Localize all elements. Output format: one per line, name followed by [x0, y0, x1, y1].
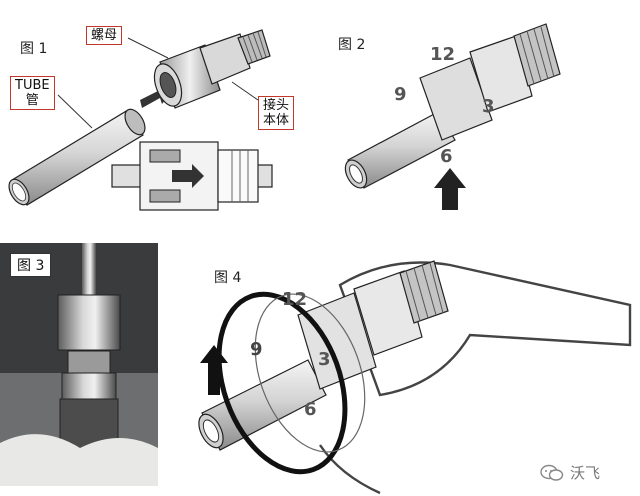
- fitting-assembly: [153, 29, 271, 109]
- figure-3-photo: 图 3: [0, 243, 158, 486]
- figure-4: 图 4: [190, 245, 640, 496]
- wrench: [319, 261, 632, 495]
- fitting-assembly: [419, 23, 561, 141]
- fig4-mark-6: 6: [304, 399, 317, 420]
- watermark-text: 沃飞: [570, 464, 601, 482]
- figure-1-label: 图 1: [20, 41, 48, 57]
- tube: [8, 108, 146, 206]
- fig2-mark-9: 9: [394, 84, 407, 105]
- tube: [344, 111, 456, 189]
- tube-callout-line1: TUBE: [15, 78, 50, 93]
- fig4-mark-9: 9: [250, 339, 263, 360]
- fitting-assembly: [297, 260, 449, 390]
- fig2-mark-6: 6: [440, 146, 453, 167]
- body-callout-line2: 本体: [263, 113, 290, 128]
- fig4-mark-12: 12: [282, 289, 308, 310]
- body-callout-line1: 接头: [263, 98, 290, 113]
- tube-callout: TUBE 管: [10, 76, 55, 110]
- wechat-icon: [540, 464, 564, 481]
- tube: [198, 359, 327, 451]
- figure-1-illustration: [8, 29, 273, 211]
- figure-3-illustration: [0, 243, 158, 486]
- fig4-mark-3: 3: [318, 349, 331, 370]
- figure-2-label: 图 2: [338, 37, 366, 53]
- figure-2: 图 2 12 3 6 9: [320, 0, 640, 240]
- figure-1: 图 1: [0, 0, 320, 240]
- figure-2-illustration: [344, 23, 561, 210]
- rotation-ring: [216, 291, 366, 475]
- body-callout: 接头 本体: [258, 96, 295, 130]
- fig2-mark-12: 12: [430, 44, 456, 65]
- tube-callout-line2: 管: [25, 93, 39, 108]
- push-arrow: [434, 168, 466, 210]
- figure-4-label: 图 4: [214, 270, 242, 286]
- nut-callout-text: 螺母: [91, 28, 118, 43]
- fig2-mark-3: 3: [482, 96, 495, 117]
- rotation-arrow: [200, 345, 228, 395]
- watermark: 沃飞: [540, 462, 600, 483]
- figure-4-illustration: [198, 260, 632, 495]
- nut-callout: 螺母: [86, 26, 123, 45]
- cutaway-section: [111, 141, 273, 211]
- figure-3-label: 图 3: [10, 253, 52, 277]
